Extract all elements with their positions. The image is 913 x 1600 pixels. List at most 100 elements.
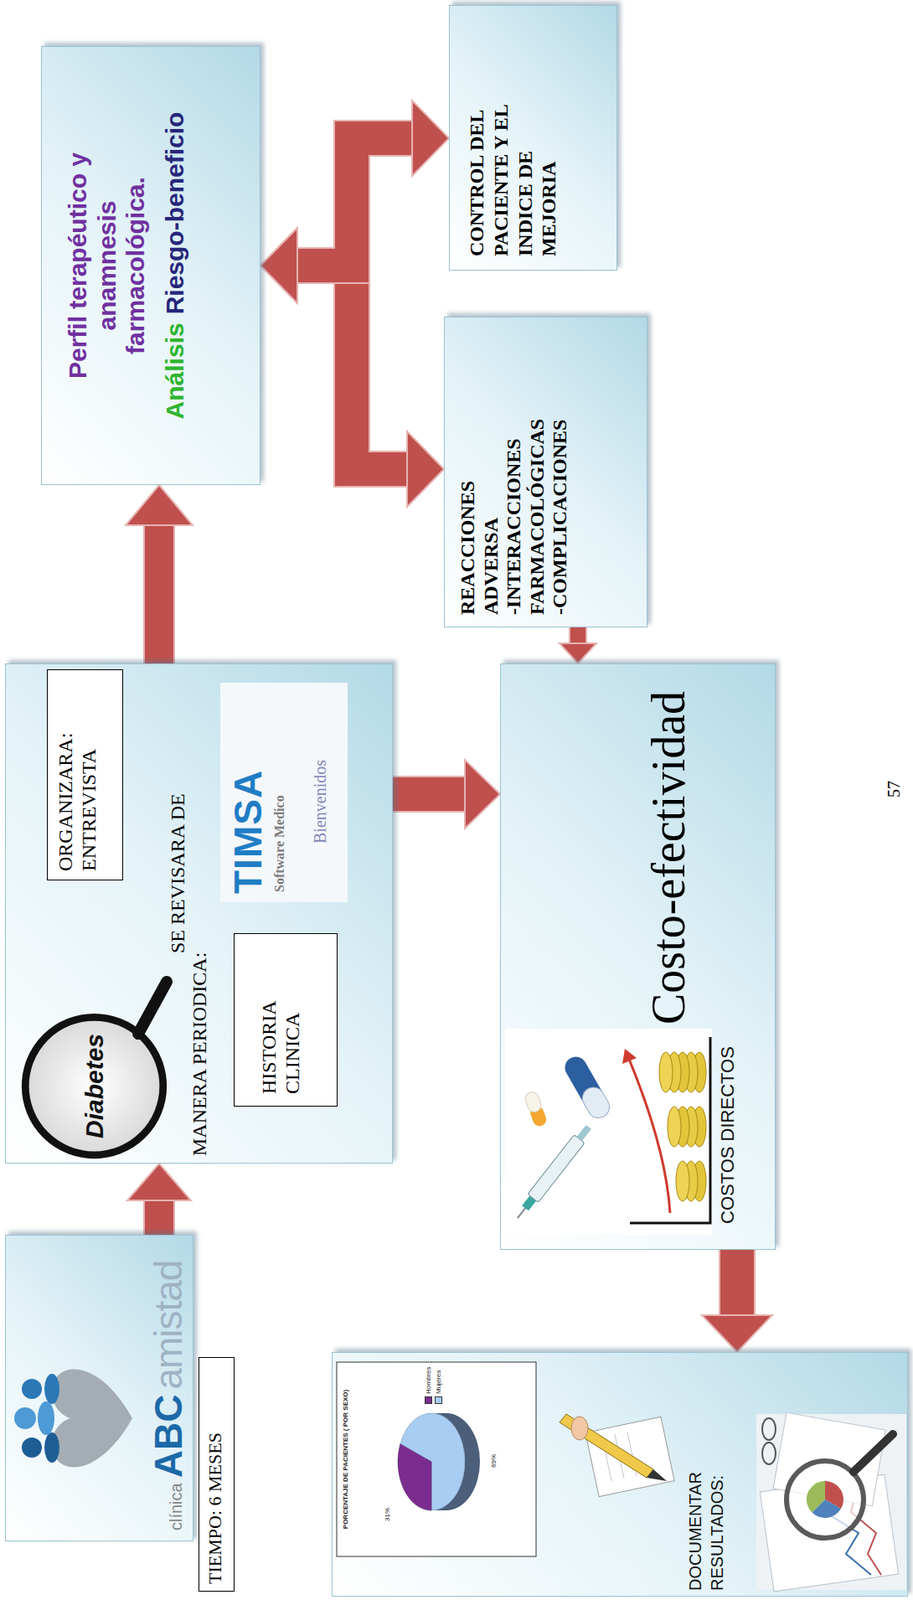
paper-line — [627, 1431, 637, 1476]
coin — [684, 1052, 698, 1093]
pen-body — [559, 1413, 654, 1478]
syringe — [512, 1122, 595, 1223]
needle-cap — [521, 1195, 537, 1211]
arrow-head — [559, 643, 597, 664]
arrow-head — [464, 759, 501, 829]
arrow-head — [412, 100, 449, 176]
arrow-shaft-rim — [295, 265, 409, 470]
arrow-head — [125, 484, 193, 526]
photo-ground — [505, 1028, 712, 1235]
pen-tip — [646, 1469, 667, 1481]
coin — [675, 1106, 690, 1147]
legend-row: Hombres — [424, 1366, 433, 1404]
arrow-shaft-rim — [143, 523, 176, 664]
arrow-shaft-rim — [718, 1249, 756, 1317]
growth-arrow — [628, 1057, 671, 1213]
coin — [692, 1160, 707, 1202]
capsule-half — [528, 1104, 548, 1129]
capsule — [523, 1090, 548, 1129]
block-arrow — [392, 759, 501, 829]
logo-word: TIMSA — [228, 769, 268, 894]
box-text: COSTOS DIRECTOS — [716, 1046, 739, 1224]
software-logo: TIMSASoftware Medico Bienvenidos — [220, 682, 348, 903]
mini-pie — [806, 1480, 826, 1513]
paper-sheet — [585, 1416, 675, 1496]
coin — [692, 1106, 707, 1147]
logo-heart — [51, 1369, 133, 1468]
logo-person — [44, 1432, 60, 1463]
logo-person — [21, 1437, 42, 1458]
time-box: TIEMPO: 6 MESES — [198, 1356, 235, 1592]
coin — [684, 1160, 698, 1202]
syringe-plunger — [577, 1124, 592, 1141]
list-item: -COMPLICACIONES — [548, 392, 573, 615]
logo-panel: clínicaABCamistad — [5, 1234, 194, 1542]
data-label: 31% — [383, 1507, 392, 1522]
legend-text: Mujeres — [434, 1370, 443, 1394]
pie-slice — [397, 1444, 432, 1511]
pie-slice — [400, 1413, 465, 1511]
arrow-shaft — [144, 1198, 174, 1235]
process-panel: Diabetes ORGANIZARA: ENTREVISTA HISTORIA C… — [5, 663, 393, 1164]
pill — [561, 1052, 614, 1122]
page-number: 57 — [884, 780, 904, 798]
coin — [675, 1052, 690, 1093]
process-box: ORGANIZARA: ENTREVISTA — [46, 669, 124, 881]
capsule-half — [523, 1090, 543, 1115]
box-text: HISTORIA CLINICA — [257, 942, 305, 1094]
box-text: CONTROL DEL PACIENTE Y EL INDICE DE MEJO… — [464, 84, 562, 257]
medicine-illustration — [505, 1028, 712, 1235]
text-row: clínicaABCamistad — [145, 1260, 191, 1531]
process-box: Costo-efectividadCOSTOS DIRECTOS — [500, 663, 776, 1250]
diabetes-lens: Diabetes — [20, 1012, 168, 1160]
mini-pie — [811, 1499, 841, 1518]
text-row: AnálisisRiesgo-beneficio — [160, 55, 190, 476]
mini-pie — [825, 1480, 844, 1509]
pie-chart — [336, 1361, 537, 1557]
block-arrow — [559, 627, 597, 664]
coin-stacks — [659, 1052, 707, 1202]
logo-greeting: Bienvenidos — [310, 759, 331, 844]
box-text: Riesgo-beneficio — [160, 112, 190, 315]
magnifier-handle — [853, 1433, 893, 1472]
chart-frame — [336, 1361, 537, 1557]
photo-ground — [756, 1413, 907, 1590]
list-item: REACCIONES ADVERSA — [456, 392, 503, 615]
panel-text: SE REVISARA DE MANERA PERIODICA: — [166, 753, 212, 1156]
block-arrow — [260, 100, 449, 304]
pie-side — [431, 1413, 480, 1511]
handle-bar — [138, 981, 167, 1034]
logo-word: ABC — [145, 1394, 191, 1479]
arrow-shaft-rim — [568, 627, 588, 645]
magnifier-handle — [138, 981, 167, 1034]
glasses — [762, 1442, 776, 1465]
box-text: ORGANIZARA: ENTREVISTA — [54, 678, 101, 872]
legend-row: Mujeres — [434, 1366, 443, 1404]
box-text: DOCUMENTAR RESULTADOS: — [684, 1439, 728, 1591]
arrow-shaft-rim — [392, 775, 467, 813]
legend-swatch — [424, 1396, 433, 1404]
chart-axes — [629, 1036, 711, 1223]
arrow-shaft — [570, 627, 586, 645]
logo-person — [44, 1373, 60, 1404]
glasses — [762, 1418, 776, 1440]
process-box: Perfil terapéutico y anamnesis farmacoló… — [41, 46, 261, 485]
logo-subtitle: Software Medico — [272, 794, 288, 893]
logo-word: clínica — [166, 1482, 186, 1531]
pen-hand — [571, 1416, 589, 1440]
growth-arrow-head — [622, 1048, 637, 1064]
block-arrow — [127, 1163, 191, 1235]
legend-swatch — [434, 1396, 443, 1404]
coin — [667, 1052, 681, 1093]
box-title: Perfil terapéutico y anamnesis farmacoló… — [63, 123, 151, 408]
report-sheet — [773, 1412, 886, 1506]
arrow-shaft-rim — [143, 1198, 176, 1235]
process-box: DOCUMENTAR RESULTADOS: — [331, 1351, 908, 1597]
logo-person — [14, 1407, 37, 1429]
process-box: REACCIONES ADVERSA-INTERACCIONES FARMACO… — [443, 316, 648, 628]
syringe-barrel — [527, 1134, 585, 1203]
coin — [684, 1106, 698, 1147]
report-line — [851, 1490, 882, 1575]
arrow-shaft — [720, 1249, 754, 1317]
